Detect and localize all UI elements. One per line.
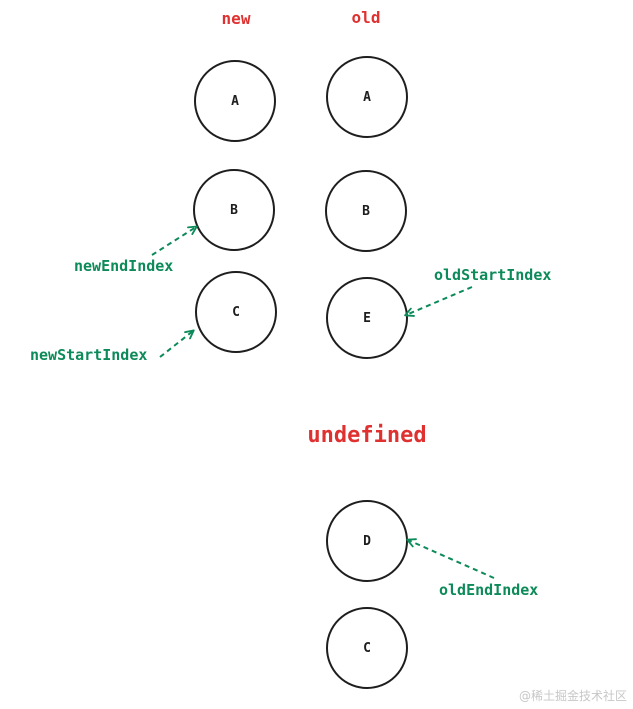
old-end-index-label: oldEndIndex	[439, 581, 538, 599]
old-start-index-arrow	[404, 286, 473, 317]
new-end-index-arrow	[151, 225, 198, 256]
undefined-label: undefined	[307, 423, 426, 448]
new-node-a-label: A	[231, 94, 239, 109]
old-node-d-label: D	[363, 534, 371, 549]
old-start-index-label: oldStartIndex	[434, 266, 551, 284]
old-node-d: D	[326, 500, 408, 582]
old-node-b: B	[325, 170, 407, 252]
old-node-e: E	[326, 277, 408, 359]
new-node-b-label: B	[230, 203, 238, 218]
new-heading: new	[222, 9, 251, 28]
new-node-c-label: C	[232, 305, 240, 320]
new-node-b: B	[193, 169, 275, 251]
old-node-c-label: C	[363, 641, 371, 656]
old-heading: old	[352, 8, 381, 27]
new-start-index-label: newStartIndex	[30, 346, 147, 364]
old-node-a-label: A	[363, 90, 371, 105]
watermark: @稀土掘金技术社区	[519, 688, 627, 703]
new-end-index-label: newEndIndex	[74, 257, 173, 275]
new-node-c: C	[195, 271, 277, 353]
new-node-a: A	[194, 60, 276, 142]
old-node-b-label: B	[362, 204, 370, 219]
old-node-c: C	[326, 607, 408, 689]
old-node-e-label: E	[363, 311, 371, 326]
old-node-a: A	[326, 56, 408, 138]
old-end-index-arrow	[406, 538, 495, 579]
new-start-index-arrow	[159, 329, 195, 358]
